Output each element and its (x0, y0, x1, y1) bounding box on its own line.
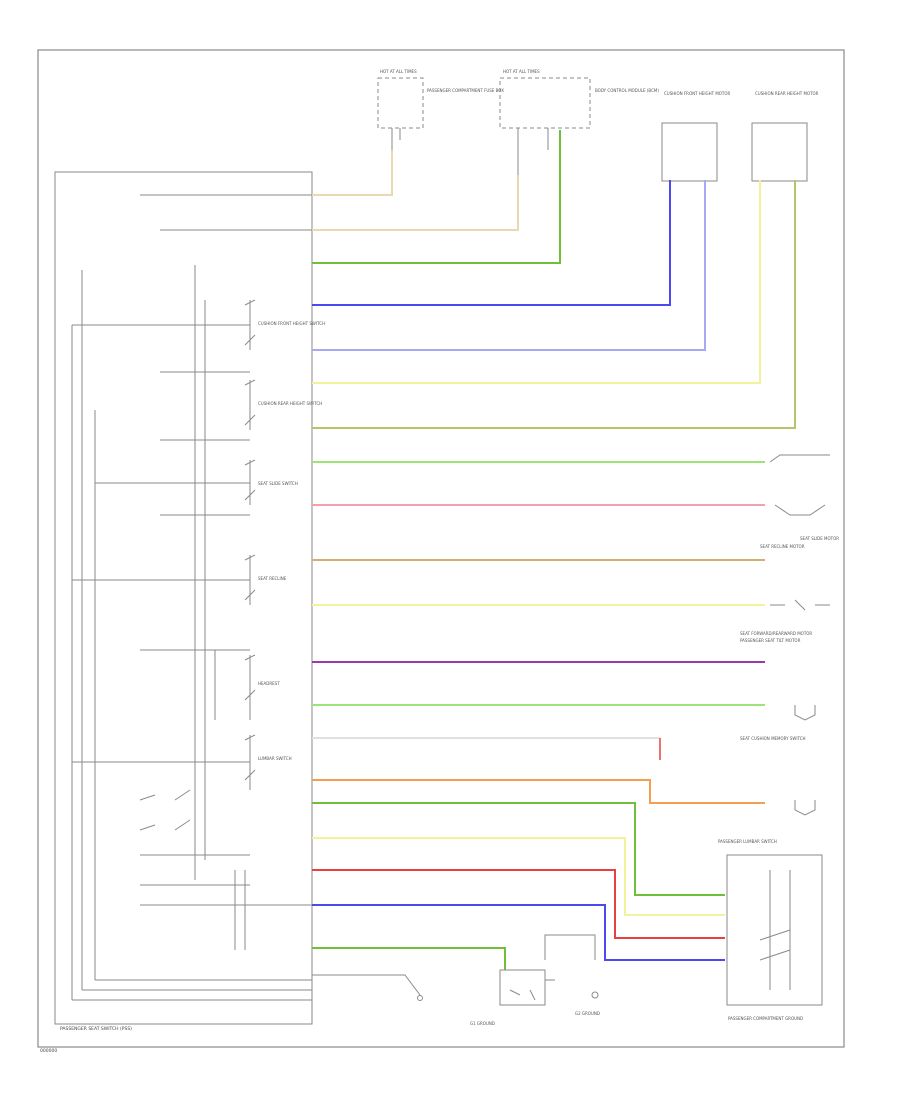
ground-3-desc: PASSENGER COMPARTMENT GROUND (728, 1016, 803, 1021)
lumbar-switch-box (726, 854, 823, 1006)
right-connectors: SEAT SLIDE MOTOR SEAT RECLINE MOTOR SEAT… (718, 454, 839, 1021)
ground-symbol-5 (794, 800, 816, 816)
fuse-right-title: HOT AT ALL TIMES (503, 69, 540, 74)
ground-symbol-4 (794, 705, 816, 721)
passenger-seat-switch-box (54, 171, 313, 1025)
fuse-right-desc: BODY CONTROL MODULE (BCM) (595, 88, 659, 93)
wire-orange (312, 779, 765, 804)
ground-module-1-contacts (509, 934, 596, 1001)
wires (312, 130, 796, 970)
ground-point-3 (417, 995, 423, 1001)
motor-2-box (751, 122, 808, 182)
internal-switch-5-label: HEADREST (258, 681, 280, 686)
footer-code-label: 000000 (40, 1048, 57, 1054)
ground-symbol-1 (769, 454, 830, 463)
module-name-label: PASSENGER SEAT SWITCH (PSS) (60, 1026, 132, 1032)
wire-red-low (312, 869, 725, 939)
conn-4-desc: PASSENGER SEAT TILT MOTOR (740, 638, 801, 643)
internal-switch-2-label: CUSHION REAR HEIGHT SWITCH (258, 401, 322, 406)
conn-1-desc: SEAT SLIDE MOTOR (800, 536, 839, 541)
ground-point-left (312, 974, 421, 996)
wire-green-bottom (312, 947, 506, 970)
wire-green-low (312, 802, 725, 896)
conn-6-desc: PASSENGER LUMBAR SWITCH (718, 839, 777, 844)
fuse-left-title: HOT AT ALL TIMES (380, 69, 417, 74)
bottom-grounds: G1 GROUND G2 GROUND (312, 934, 600, 1026)
motor-1-desc: CUSHION FRONT HEIGHT MOTOR (664, 91, 731, 96)
internal-switch-3-label: SEAT SLIDE SWITCH (258, 481, 298, 486)
wire-green-fuse (312, 130, 561, 264)
outer-frame (37, 49, 845, 1048)
motor-2-desc: CUSHION REAR HEIGHT MOTOR (755, 91, 819, 96)
ground-2-desc: G2 GROUND (575, 1011, 600, 1016)
switch-2 (244, 379, 256, 430)
internal-switch-1-label: CUSHION FRONT HEIGHT SWITCH (258, 321, 325, 326)
ground-symbol-2 (774, 504, 826, 516)
wire-tan-fuse (312, 150, 393, 196)
wire-tan-fuse2 (312, 175, 519, 231)
wire-olive (312, 180, 796, 429)
wire-light-blue (312, 180, 706, 351)
wire-blue (312, 180, 671, 306)
ground-symbol-3 (770, 599, 830, 611)
wire-blue-low (312, 904, 725, 961)
conn-3-desc: SEAT FORWARD/REARWARD MOTOR (740, 631, 812, 636)
fuse-box-right (499, 77, 591, 129)
lower-switch-1 (139, 789, 191, 831)
fuse-box-left (377, 77, 424, 129)
internal-switches: CUSHION FRONT HEIGHT SWITCH CUSHION REAR… (71, 194, 325, 1001)
motor-1-box (661, 122, 718, 182)
ground-module-1 (499, 969, 546, 1006)
ground-1-desc: G1 GROUND (470, 1021, 495, 1026)
ground-point-2 (591, 991, 599, 999)
lumbar-switch-contacts (759, 870, 791, 990)
wire-yellow-1 (312, 180, 761, 384)
internal-switch-4-label: SEAT RECLINE (258, 576, 287, 581)
internal-switch-6-label: LUMBAR SWITCH (258, 756, 292, 761)
fuse-left-desc: PASSENGER COMPARTMENT FUSE BOX (427, 88, 504, 93)
switch-5 (244, 654, 256, 720)
conn-5-desc: SEAT CUSHION MEMORY SWITCH (740, 736, 806, 741)
wire-yellow-low (312, 837, 725, 916)
conn-2-desc: SEAT RECLINE MOTOR (760, 544, 805, 549)
